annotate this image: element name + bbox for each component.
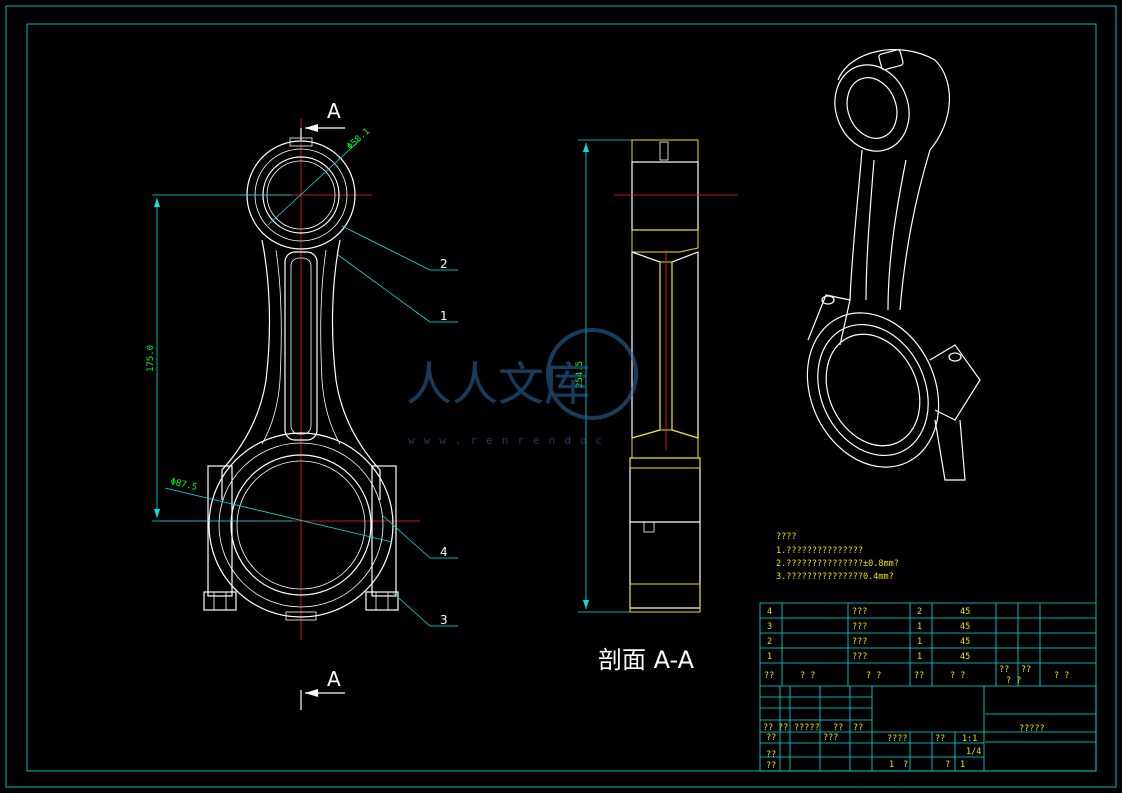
left-bolt-head: [203, 591, 237, 611]
svg-text:??: ??: [999, 665, 1009, 675]
svg-text:????: ????: [887, 734, 907, 744]
svg-text:???: ???: [852, 607, 867, 617]
balloon-3: 3: [440, 613, 448, 627]
svg-text:45: 45: [960, 637, 970, 647]
svg-text:??: ??: [935, 734, 945, 744]
svg-text:???: ???: [852, 622, 867, 632]
svg-text:3.???????????????0.4mm?: 3.???????????????0.4mm?: [776, 572, 894, 582]
section-view: 254.5 剖面 A-A: [575, 139, 738, 674]
svg-text:??: ??: [766, 761, 776, 771]
svg-text:??: ??: [778, 723, 788, 733]
bom-rows: 4??? 2 45 3??? 1 45 2??? 1 45 1??? 1 45 ?? ? ? ?…: [764, 607, 1069, 686]
section-big-end: [629, 457, 701, 609]
inner-frame: [26, 23, 1097, 772]
big-end-bore: [230, 454, 372, 596]
watermark-url: www.renrendoc: [408, 434, 611, 447]
watermark: 人人文库 www.renrendoc: [406, 328, 638, 447]
svg-text:3: 3: [767, 622, 772, 632]
technical-notes: ???? 1.??????????????? 2.???????????????…: [776, 532, 899, 582]
svg-text:???: ???: [852, 652, 867, 662]
front-view: A A Φ58.1 175.0 Φ87.5 2 1 4 3: [146, 99, 458, 710]
svg-text:??: ??: [764, 671, 774, 681]
svg-text:1: 1: [917, 622, 922, 632]
svg-text:1.???????????????: 1.???????????????: [776, 546, 863, 556]
svg-text:1: 1: [889, 760, 894, 770]
balloon-2: 2: [440, 257, 448, 271]
bom-row: 4??? 2 45: [767, 607, 970, 617]
bill-of-materials: [759, 602, 1096, 771]
svg-text:1: 1: [960, 760, 965, 770]
svg-text:1/4: 1/4: [966, 747, 981, 757]
shank-web: [284, 251, 318, 441]
svg-text:? ?: ? ?: [1006, 676, 1021, 686]
svg-text:1: 1: [767, 652, 772, 662]
svg-text:? ?: ? ?: [950, 671, 965, 681]
svg-text:?????: ?????: [794, 723, 820, 733]
bom-row: 1??? 1 45: [767, 652, 970, 662]
svg-text:??: ??: [766, 750, 776, 760]
svg-text:??: ??: [1021, 665, 1031, 675]
svg-text:1: 1: [917, 637, 922, 647]
drawing-name: ?????: [1019, 724, 1045, 734]
svg-text:45: 45: [960, 622, 970, 632]
bom-row: 3??? 1 45: [767, 622, 970, 632]
svg-text:? ?: ? ?: [866, 671, 881, 681]
svg-text:45: 45: [960, 607, 970, 617]
svg-text:2: 2: [767, 637, 772, 647]
outer-frame: [5, 5, 1117, 788]
isometric-view: [806, 49, 981, 481]
svg-text:?: ?: [903, 760, 908, 770]
right-bolt-head: [365, 591, 399, 611]
svg-text:??: ??: [766, 733, 776, 743]
svg-text:4: 4: [767, 607, 772, 617]
svg-text:??: ??: [853, 723, 863, 733]
svg-text:2: 2: [917, 607, 922, 617]
svg-text:???: ???: [852, 637, 867, 647]
balloon-4: 4: [440, 545, 448, 559]
overall-length-dimension: 254.5: [575, 361, 585, 388]
svg-text:1: 1: [917, 652, 922, 662]
big-bore-dimension: Φ87.5: [169, 477, 198, 493]
center-distance-dimension: 175.0: [146, 345, 156, 372]
svg-text:???: ???: [823, 733, 838, 743]
svg-text:? ?: ? ?: [800, 671, 815, 681]
bom-header: ?? ? ? ? ? ?? ? ? ?? ?? ? ? ? ?: [764, 665, 1069, 686]
title-block-grid: [760, 686, 1097, 772]
svg-text:? ?: ? ?: [1054, 671, 1069, 681]
svg-text:??: ??: [763, 723, 773, 733]
section-arrow-label-top: A: [327, 99, 341, 123]
svg-text:1:1: 1:1: [962, 734, 977, 744]
section-title: 剖面 A-A: [598, 646, 695, 674]
svg-text:?: ?: [945, 760, 950, 770]
svg-text:??: ??: [833, 723, 843, 733]
balloon-1: 1: [440, 309, 448, 323]
small-bore-dimension: Φ58.1: [345, 127, 372, 153]
watermark-text: 人人文库: [406, 357, 590, 411]
title-block-texts: ????? ?? ?? ????? ?? ?? ??? ???? ?? 1:1 …: [763, 723, 1045, 771]
svg-text:2.???????????????±0.8mm?: 2.???????????????±0.8mm?: [776, 559, 899, 569]
svg-text:??: ??: [914, 671, 924, 681]
svg-text:????: ????: [776, 532, 796, 542]
left-bolt-boss: [207, 465, 233, 597]
section-arrow-label-bottom: A: [327, 667, 341, 691]
bom-row: 2??? 1 45: [767, 637, 970, 647]
right-bolt-boss: [371, 465, 397, 597]
svg-text:45: 45: [960, 652, 970, 662]
